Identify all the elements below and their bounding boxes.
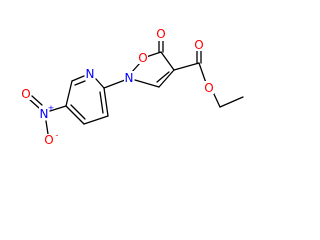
bond-c3-c2py <box>103 87 109 117</box>
bond-nnitro-o-b <box>31 95 43 106</box>
bond-c5-nnitro <box>49 105 67 112</box>
atom-n-pyridine: N <box>86 67 95 81</box>
bond-cester-o-single <box>198 62 207 84</box>
bond-nnitro-o-a <box>28 98 40 109</box>
bond-n-c2py <box>103 79 126 89</box>
bond-o-ch2 <box>212 91 221 108</box>
bond-c4-c3 <box>158 69 175 88</box>
atom-o-ester-carbonyl: O <box>194 38 203 52</box>
atom-n-nitro: N <box>40 107 49 121</box>
bond-c3-c2py-inner <box>99 91 104 114</box>
bond-npy-c6 <box>71 75 85 82</box>
bonds <box>28 39 244 135</box>
bond-c2-npy <box>95 78 105 89</box>
chemical-structure: O O O O N N N + O O - <box>21 27 244 147</box>
atom-o-nitro-single: O <box>44 133 53 147</box>
bond-c4-cester <box>173 62 200 71</box>
bond-c5-c4py-inner <box>70 104 86 120</box>
bond-c4-c3py <box>83 115 109 125</box>
bond-c4-c3-inner <box>156 71 170 83</box>
atom-n-ring: N <box>125 71 134 85</box>
atom-labels: O O O O N N N + O O - <box>21 27 214 147</box>
bond-c3-n <box>134 79 160 88</box>
bond-ch2-ch3 <box>219 96 244 108</box>
bond-npy-c6-inner <box>74 80 86 86</box>
bond-o-c5 <box>145 51 162 58</box>
atom-o-nitro-double: O <box>21 87 30 101</box>
charge-o-nitro: - <box>56 131 59 140</box>
bond-nnitro-o-single <box>45 120 49 135</box>
bond-c6-c5 <box>65 80 73 107</box>
atom-o-ring: O <box>138 51 147 65</box>
atom-o-ester: O <box>204 81 213 95</box>
charge-n-nitro: + <box>48 104 55 113</box>
bond-c5-c4py <box>65 105 85 125</box>
bond-c5-c4 <box>160 51 175 71</box>
atom-o-carbonyl: O <box>156 27 165 41</box>
